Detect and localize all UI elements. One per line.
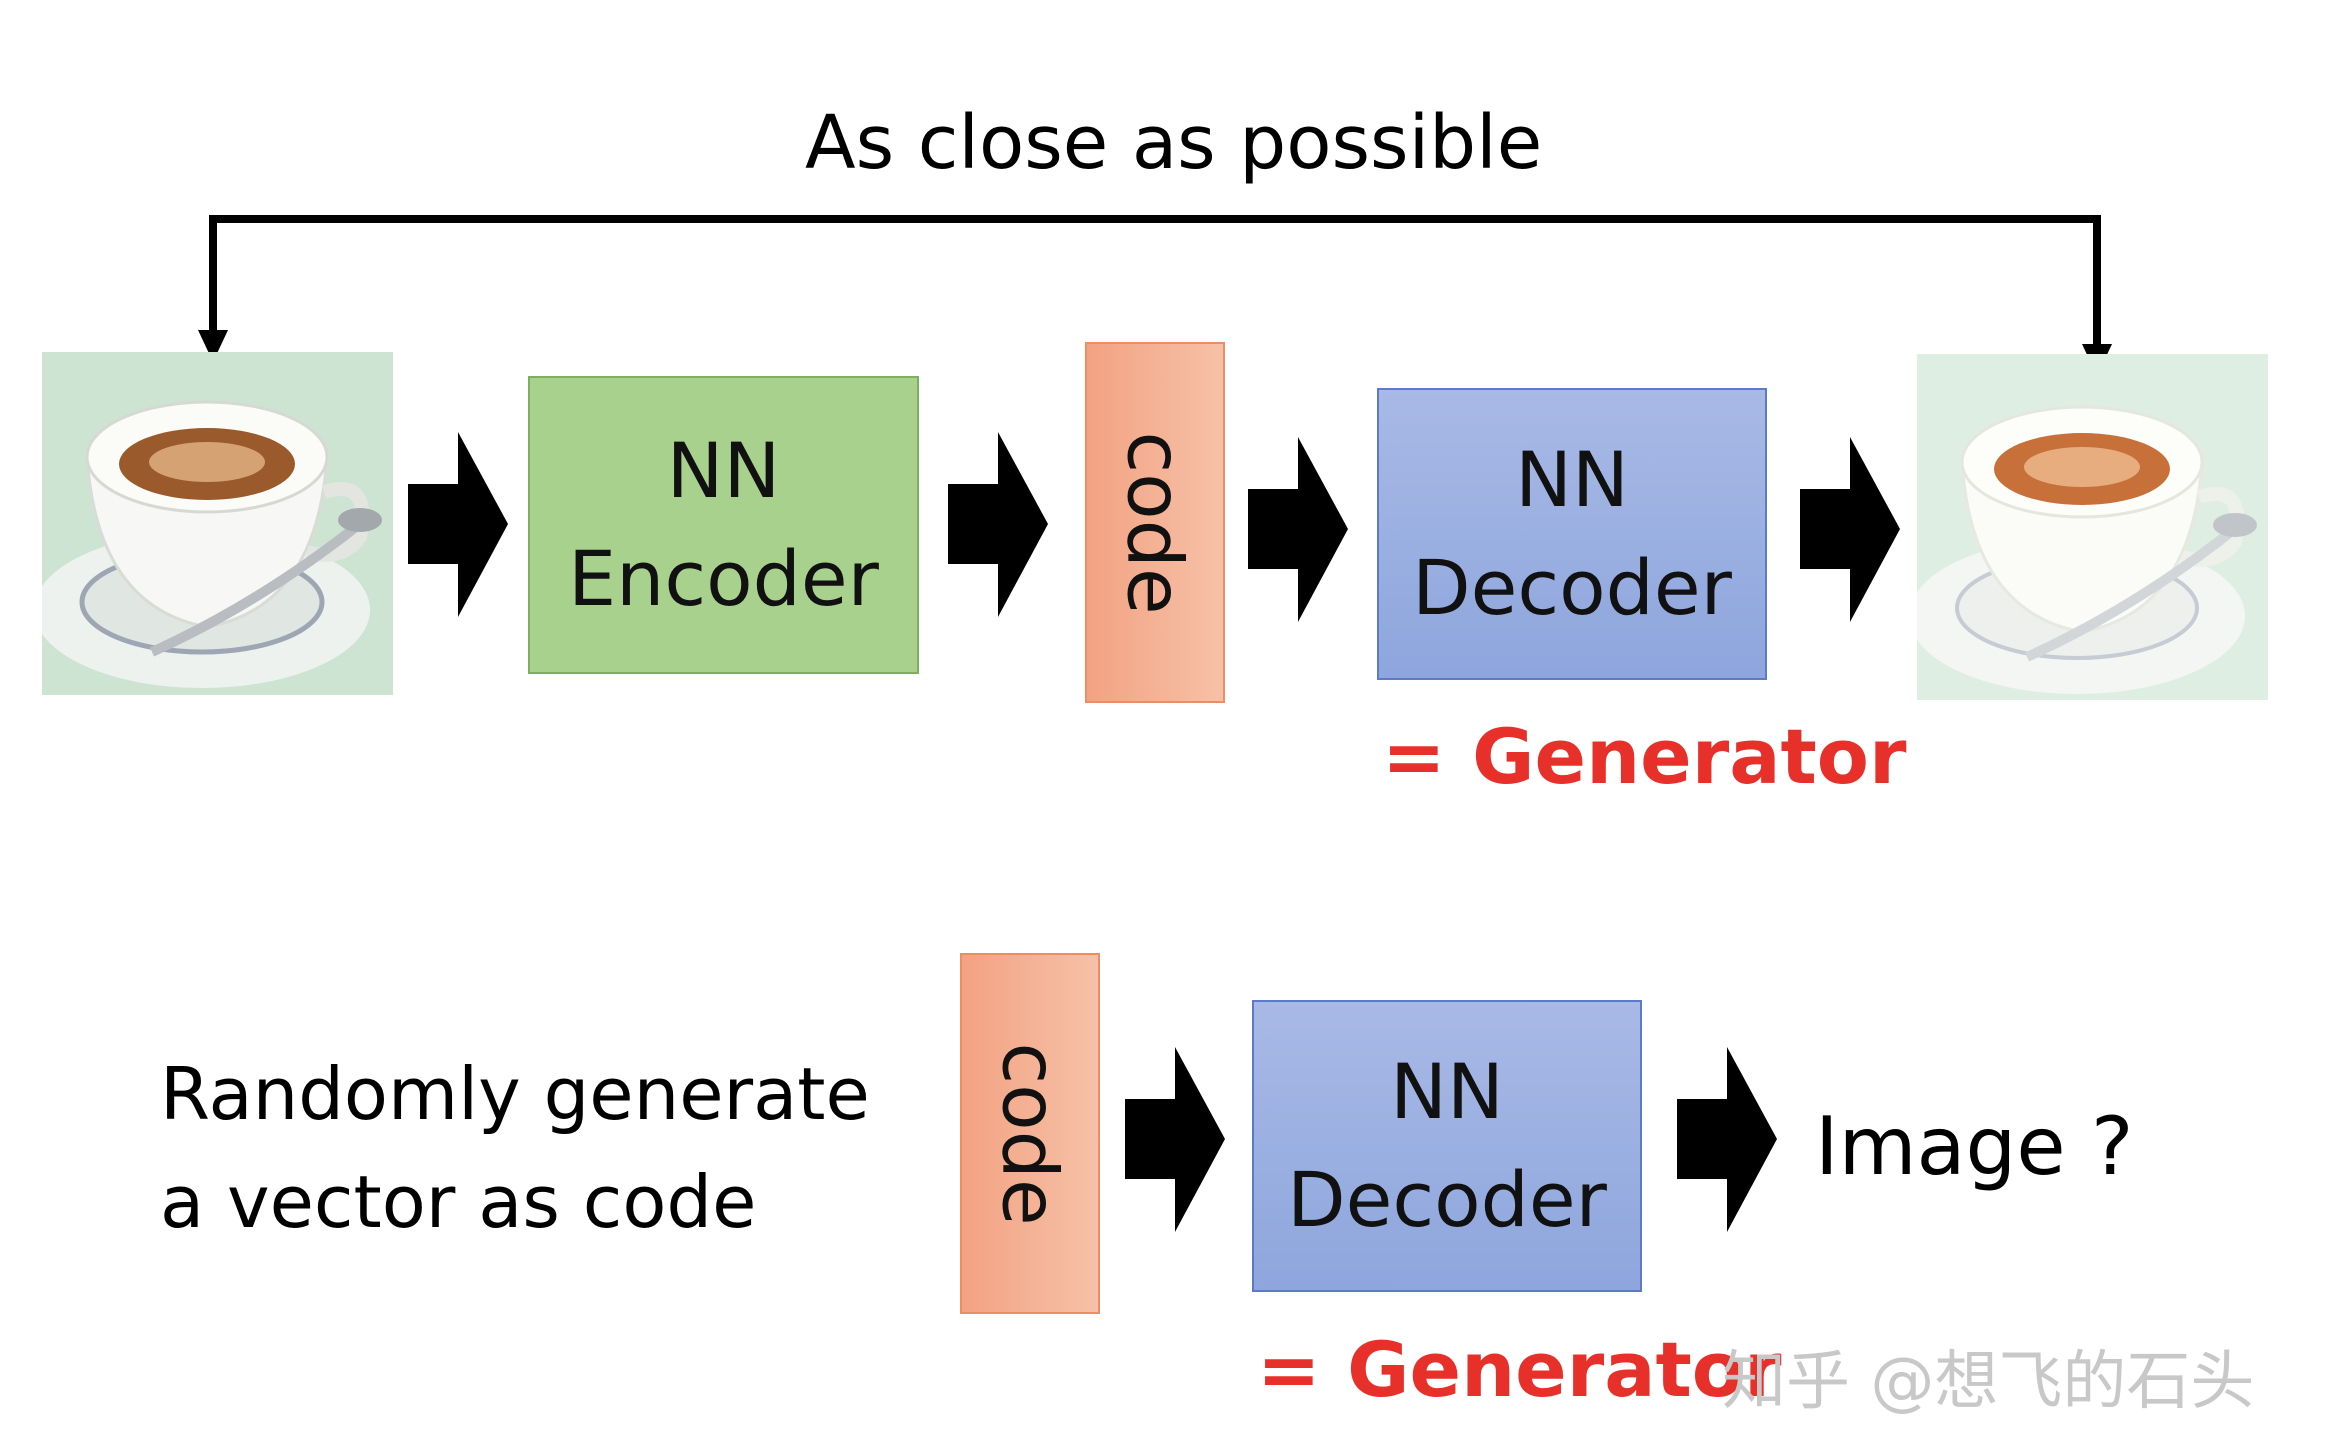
encoder-label-line1: NN xyxy=(666,426,781,516)
flow-arrow xyxy=(1800,437,1900,622)
code-box: code xyxy=(1085,342,1225,703)
flow-arrow xyxy=(948,432,1048,617)
code-label: code xyxy=(985,1041,1075,1226)
flow-arrow xyxy=(1677,1047,1777,1232)
watermark-text: 知乎 @想飞的石头 xyxy=(1722,1345,2255,1419)
random-code-caption: Randomly generate a vector as code xyxy=(160,1040,870,1256)
generator-label: = Generator xyxy=(1382,712,1907,801)
input-coffee-image xyxy=(42,352,393,695)
decoder-label-line1: NN xyxy=(1515,435,1629,525)
nn-encoder-box: NN Encoder xyxy=(528,376,919,674)
random-caption-line2: a vector as code xyxy=(160,1160,757,1244)
generator-label-random: = Generator xyxy=(1257,1325,1782,1414)
decoder-label-line2: Decoder xyxy=(1412,543,1732,632)
image-question-label: Image ? xyxy=(1815,1100,2134,1193)
code-label: code xyxy=(1110,430,1200,615)
random-caption-line1: Randomly generate xyxy=(160,1052,870,1136)
encoder-label-line2: Encoder xyxy=(568,534,879,623)
decoder-label-line2: Decoder xyxy=(1287,1155,1607,1244)
decoder-label-line1: NN xyxy=(1390,1047,1504,1137)
flow-arrow xyxy=(1125,1047,1225,1232)
nn-decoder-box-random: NN Decoder xyxy=(1252,1000,1642,1292)
code-box-random: code xyxy=(960,953,1100,1314)
flow-arrow xyxy=(1248,437,1348,622)
flow-arrow xyxy=(408,432,508,617)
output-coffee-image xyxy=(1917,354,2268,700)
diagram-title: As close as possible xyxy=(805,100,1543,186)
nn-decoder-box: NN Decoder xyxy=(1377,388,1767,680)
